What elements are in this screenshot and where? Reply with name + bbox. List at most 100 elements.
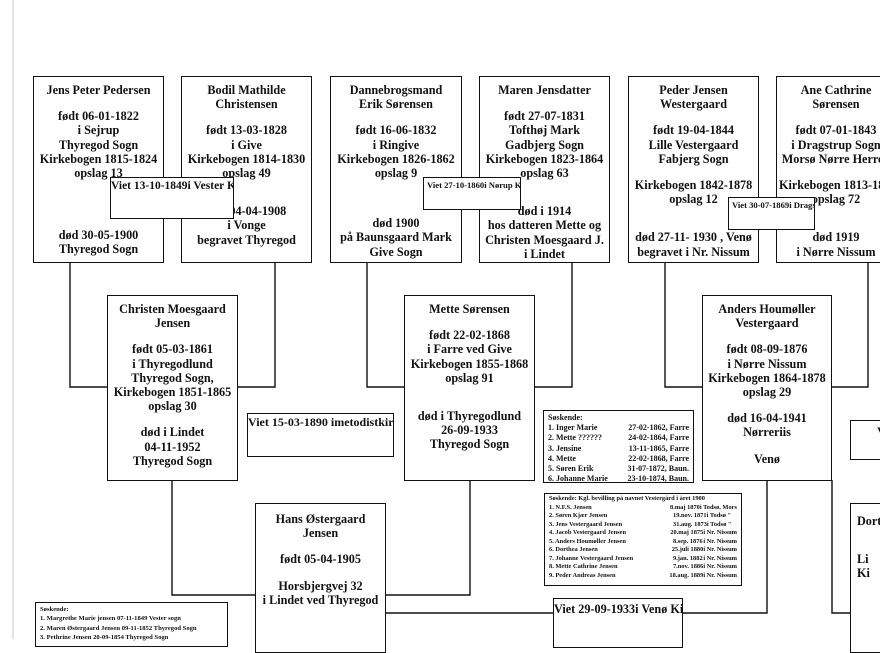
sibling-cell: 2. Maren Østergaard Jensen 09-11-1852 Th… bbox=[40, 624, 197, 632]
text-line: Li bbox=[857, 552, 869, 567]
sibling-cell: 8. Mette Cathrine Jensen bbox=[549, 563, 618, 570]
text-line: Kirkebogen 1826-1862 bbox=[337, 151, 455, 166]
sibling-cell: i Todsø " bbox=[706, 512, 732, 519]
text-line: opslag 13 bbox=[74, 166, 123, 181]
text-line: Thyregod Sogn bbox=[58, 137, 139, 152]
text-line: opslag 12 bbox=[669, 192, 718, 207]
line-erik-to-mette bbox=[366, 262, 404, 388]
text-line: i Farre ved Give bbox=[427, 342, 512, 357]
text-line: død 16-04-1941 bbox=[727, 411, 807, 426]
sibling-cell: i Nr. Nissum bbox=[703, 537, 737, 545]
marriage-box-1849[interactable]: Viet 13-10-1849i Vester Kirke,1824-1851,… bbox=[110, 177, 234, 219]
sibling-cell: 5. Søren Erik bbox=[548, 464, 594, 474]
sibling-row: 2. Maren Østergaard Jensen 09-11-1852 Th… bbox=[40, 624, 223, 633]
text-line: hos datteren Mette og bbox=[487, 218, 602, 233]
marriage-box-1890[interactable]: Viet 15-03-1890 imetodistkirken Enkelund… bbox=[247, 413, 394, 457]
sibling-cell: 4. Mette bbox=[548, 453, 576, 463]
text-line: Thyregod Sogn bbox=[429, 437, 510, 452]
text-line: født 19-04-1844 bbox=[653, 123, 734, 138]
marriage-box-1869[interactable]: Viet 30-07-1869i Dragstrup Kirke1860-189… bbox=[728, 197, 815, 230]
text-line: Maren Jensdatter bbox=[498, 83, 591, 97]
sibling-cell: 8.maj 1870 bbox=[670, 503, 700, 511]
text-line: Tofthøj Mark bbox=[509, 123, 580, 138]
text-line: i Nørre Nissum bbox=[796, 244, 876, 259]
text-line: Gadbjerg Sogn bbox=[505, 137, 584, 152]
text-line: Venø bbox=[754, 451, 780, 466]
line-gap bbox=[258, 567, 383, 579]
text-line: død 30-05-1900 bbox=[58, 228, 139, 243]
text-line: Kirkebogen 1842-1878 bbox=[634, 178, 753, 193]
text-line: Viet 13-10-1849 bbox=[111, 180, 188, 192]
text-line: opslag 29 bbox=[742, 385, 792, 400]
text-line: født 27-07-1831 bbox=[504, 109, 585, 124]
sibling-cell: 8.sep. 1876 bbox=[673, 537, 703, 545]
text-line: Give Sogn bbox=[369, 244, 423, 259]
text-line: i Venø Kirke bbox=[635, 602, 683, 616]
line-anders-down bbox=[683, 480, 768, 614]
line-gap bbox=[779, 111, 880, 123]
sibling-cell: i Nr. Nissum bbox=[703, 554, 737, 562]
sibling-row: 2. Mette ??????24-02-1864, Farre bbox=[548, 433, 689, 443]
marriage-box-right-partial[interactable]: Vi Nø bbox=[850, 420, 880, 460]
text-line: Horsbjergvej 32 bbox=[278, 578, 363, 593]
sibling-cell: 2. Mette ?????? bbox=[548, 433, 602, 443]
line-jens-to-christen bbox=[69, 262, 107, 388]
text-line: Anders Houmøller bbox=[718, 302, 816, 316]
text-line: i Sejrup bbox=[77, 123, 120, 138]
text-line: Kirkebogen 1851-1865 bbox=[113, 385, 232, 400]
line-maren-to-mette bbox=[535, 262, 573, 388]
text-line: død i 1914 bbox=[517, 204, 572, 219]
text-line: født 05-04-1905 bbox=[280, 552, 361, 567]
text-line: Jens Peter Pedersen bbox=[46, 83, 151, 97]
line-peder-to-anders bbox=[664, 262, 702, 388]
text-line: opslag 9 bbox=[374, 166, 418, 181]
sibling-cell: 18.aug. 1889 bbox=[669, 571, 704, 579]
sibling-row: 1. Margrethe Marie jensen 07-11-1849 Ves… bbox=[40, 614, 223, 623]
sibling-cell: 13-11-1865, Farre bbox=[628, 443, 689, 453]
text-line: opslag 91 bbox=[445, 370, 494, 385]
text-line: i Nørre Nissum bbox=[727, 356, 807, 371]
marriage-box-1860[interactable]: Viet 27-10-1860i Nørup Kirke1850-1869, o… bbox=[423, 177, 521, 210]
siblings-title: Søskende: bbox=[548, 413, 583, 422]
sibling-cell: 19.nov. 1871 bbox=[673, 512, 707, 519]
text-line: Hans Østergaard bbox=[275, 512, 366, 526]
text-line: Morsø Nørre Herred bbox=[781, 151, 880, 166]
text-line: født 22-02-1868 bbox=[429, 328, 510, 343]
text-line: 04-11-1952 bbox=[144, 439, 201, 454]
line-gap bbox=[407, 397, 532, 409]
text-line: Kirkebogen 1823-1864 bbox=[485, 151, 604, 166]
text-line: opslag 63 bbox=[520, 166, 569, 181]
sibling-cell: 4. Jacob Vestergaard Jensen bbox=[549, 529, 627, 536]
line-mette-to-hans bbox=[386, 480, 471, 596]
text-line: Lille Vestergaard bbox=[648, 137, 739, 152]
line-gap bbox=[631, 166, 756, 178]
marriage-box-1933[interactable]: Viet 29-09-1933i Venø Kirke bbox=[553, 598, 683, 648]
text-line: i Lindet ved Thyregod bbox=[262, 592, 379, 607]
text-line: Jensen bbox=[154, 316, 191, 331]
text-line: i Vonge bbox=[227, 218, 266, 233]
text-line: Ki bbox=[857, 566, 870, 581]
line-gap bbox=[184, 111, 309, 123]
sibling-cell: 27-02-1862, Farre bbox=[628, 423, 689, 433]
text-line: Westergaard bbox=[659, 97, 727, 112]
text-line: Thyregod Sogn bbox=[58, 242, 139, 257]
sibling-cell: i Nr. Nissum bbox=[703, 546, 737, 553]
